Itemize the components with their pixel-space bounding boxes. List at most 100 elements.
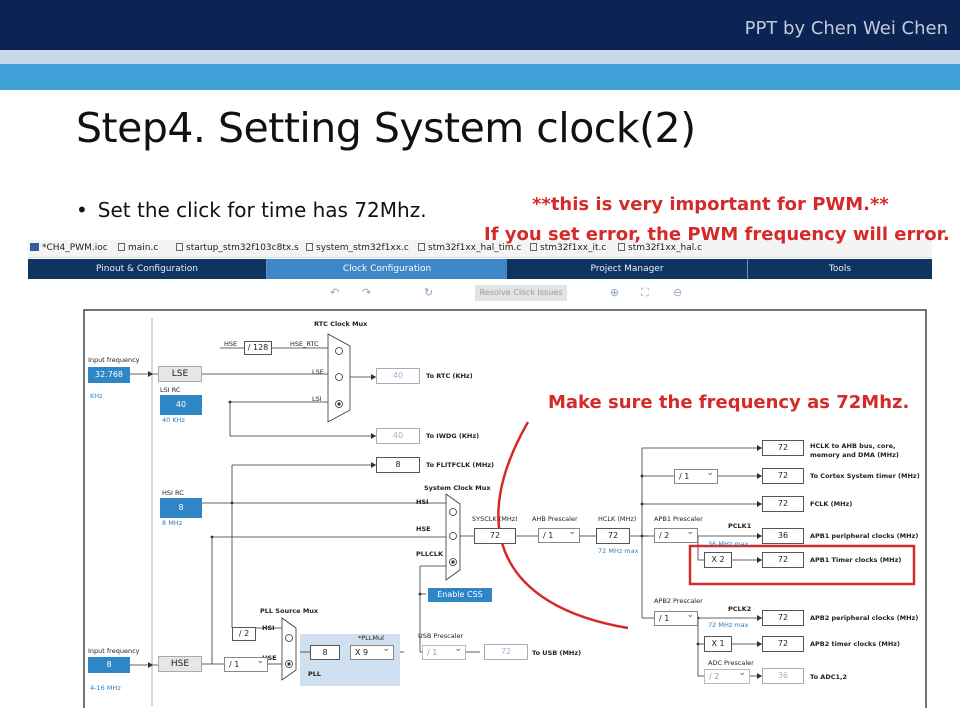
apb2-timer-label: APB2 timer clocks (MHz) <box>810 640 901 648</box>
bullet-text: Set the click for time has 72Mhz. <box>97 198 427 222</box>
file-tab-startup[interactable]: startup_stm32f103c8tx.s <box>176 243 299 253</box>
file-tab-main[interactable]: main.c <box>118 243 158 253</box>
c-file-icon <box>306 243 313 251</box>
sysclk-label: SYSCLK (MHz) <box>472 515 518 523</box>
apb1-prescaler-select[interactable]: / 2 <box>654 526 698 543</box>
flitf-dest-label: To FLITFCLK (MHz) <box>426 461 495 469</box>
slide-title: Step4. Setting System clock(2) <box>76 104 696 152</box>
fclk-output-value: 72 <box>762 496 804 512</box>
config-tabs: Pinout & Configuration Clock Configurati… <box>28 259 932 279</box>
pclk1-label: PCLK1 <box>728 522 752 530</box>
file-tab-it[interactable]: stm32f1xx_it.c <box>530 243 606 253</box>
ahb-prescaler-label: AHB Prescaler <box>532 515 578 523</box>
refresh-icon[interactable]: ↻ <box>424 286 434 299</box>
cortex-output-value: 72 <box>762 468 804 484</box>
asm-file-icon <box>176 243 183 251</box>
clock-tree-canvas: RTC Clock Mux Input frequency 32.768 KHz… <box>28 306 932 708</box>
hsi-rc-label: HSI RC <box>162 489 184 497</box>
zoom-out-icon[interactable]: ⊖ <box>673 286 683 299</box>
file-tab-label: startup_stm32f103c8tx.s <box>186 243 299 253</box>
resolve-clock-issues-button[interactable]: Resolve Clock Issues <box>475 285 567 301</box>
tab-clock-configuration[interactable]: Clock Configuration <box>267 259 507 279</box>
fit-screen-icon[interactable]: ⛶ <box>641 286 649 299</box>
author-credit: PPT by Chen Wei Chen <box>744 18 948 39</box>
apb2-peripheral-value: 72 <box>762 610 804 626</box>
hclk-input[interactable]: 72 <box>596 528 630 544</box>
pclk1-max: 36 MHz max <box>708 540 749 548</box>
lsi-rc-label: LSI RC <box>160 386 181 394</box>
file-tab-system[interactable]: system_stm32f1xx.c <box>306 243 409 253</box>
adc-prescaler-select[interactable]: / 2 <box>704 667 750 684</box>
redo-icon[interactable]: ↷ <box>362 286 372 299</box>
adc-output-value: 36 <box>762 668 804 684</box>
warning-note-line1: **this is very important for PWM.** <box>532 194 889 215</box>
apb1-timer-label: APB1 Timer clocks (MHz) <box>810 556 902 564</box>
file-tab-ioc[interactable]: *CH4_PWM.ioc <box>30 243 108 253</box>
flitf-output-value: 8 <box>376 457 420 473</box>
undo-icon[interactable]: ↶ <box>330 286 340 299</box>
adc-prescaler-label: ADC Prescaler <box>708 659 754 667</box>
stm32cubeide-window: *CH4_PWM.ioc main.c startup_stm32f103c8t… <box>28 240 932 708</box>
file-tab-label: system_stm32f1xx.c <box>316 243 409 253</box>
apb1-timer-multiplier: X 2 <box>704 552 732 568</box>
fclk-output-label: FCLK (MHz) <box>810 500 853 508</box>
tab-tools[interactable]: Tools <box>828 264 852 274</box>
file-tab-hal-tim[interactable]: stm32f1xx_hal_tim.c <box>418 243 521 253</box>
mx-file-icon <box>30 243 39 251</box>
usb-dest-label: To USB (MHz) <box>532 649 582 657</box>
c-file-icon <box>530 243 537 251</box>
apb2-prescaler-label: APB2 Prescaler <box>654 597 703 605</box>
file-tab-label: stm32f1xx_it.c <box>540 243 607 253</box>
apb2-timer-multiplier: X 1 <box>704 636 732 652</box>
pll-input-value: 8 <box>310 645 340 660</box>
pllmul-label: *PLLMul <box>358 634 384 642</box>
rtc-dest-label: To RTC (KHz) <box>426 372 473 380</box>
file-tab-label: stm32f1xx_hal.c <box>628 243 703 253</box>
lsi-rtc-label: LSI <box>312 395 322 403</box>
tab-project-manager[interactable]: Project Manager <box>590 264 664 274</box>
tab-pinout[interactable]: Pinout & Configuration <box>96 264 198 274</box>
sysmux-hse-label: HSE <box>416 525 431 533</box>
ahb-prescaler-select[interactable]: / 1 <box>538 526 580 543</box>
slide-header-bar <box>0 0 960 50</box>
hse-input-frequency-label: Input frequency <box>88 647 140 655</box>
file-tab-hal[interactable]: stm32f1xx_hal.c <box>618 243 702 253</box>
zoom-in-icon[interactable]: ⊕ <box>610 286 620 299</box>
hsi-sub: 8 MHz <box>162 519 183 527</box>
cortex-timer-divider[interactable]: / 1 <box>674 467 718 484</box>
c-file-icon <box>418 243 425 251</box>
hsi-block: 8 <box>160 498 202 518</box>
hse-rtc-label: HSE_RTC <box>290 340 319 348</box>
hclk-label: HCLK (MHz) <box>598 515 637 523</box>
enable-css-button[interactable]: Enable CSS <box>428 588 492 602</box>
clock-tree-wires <box>83 309 927 708</box>
header-stripe-blue <box>0 64 960 90</box>
header-stripe-light <box>0 50 960 64</box>
hse-frequency-input[interactable]: 8 <box>88 657 130 673</box>
pclk2-max: 72 MHz max <box>708 621 749 629</box>
system-clock-mux-title: System Clock Mux <box>424 484 491 492</box>
pllmux-hsi-label: HSI <box>262 624 275 632</box>
bullet-dot-icon: • <box>76 198 88 222</box>
apb2-peripheral-label: APB2 peripheral clocks (MHz) <box>810 614 919 622</box>
pll-source-mux-title: PLL Source Mux <box>260 607 319 615</box>
apb2-prescaler-select[interactable]: / 1 <box>654 609 698 626</box>
lse-frequency-input[interactable]: 32.768 <box>88 367 130 383</box>
editor-file-tabs: *CH4_PWM.ioc main.c startup_stm32f103c8t… <box>28 240 932 258</box>
lse-rtc-label: LSE <box>312 368 324 376</box>
usb-prescaler-select[interactable]: / 1 <box>422 643 466 660</box>
iwdg-dest-label: To IWDG (KHz) <box>426 432 480 440</box>
lsi-sub: 40 KHz <box>162 416 185 424</box>
lse-unit: KHz <box>90 392 103 400</box>
rtc-output-value: 40 <box>376 368 420 384</box>
file-tab-label: *CH4_PWM.ioc <box>42 243 108 253</box>
hse-prediv-select[interactable]: / 1 <box>224 655 268 672</box>
hse-block[interactable]: HSE <box>158 656 202 672</box>
iwdg-output-value: 40 <box>376 428 420 444</box>
lse-block[interactable]: LSE <box>158 366 202 382</box>
apb1-peripheral-value: 36 <box>762 528 804 544</box>
c-file-icon <box>118 243 125 251</box>
clock-toolbar: ↶ ↷ ↻ Resolve Clock Issues ⊕ ⛶ ⊖ <box>28 280 932 306</box>
tab-divider <box>266 259 267 279</box>
pllmul-select[interactable]: X 9 <box>350 643 394 660</box>
